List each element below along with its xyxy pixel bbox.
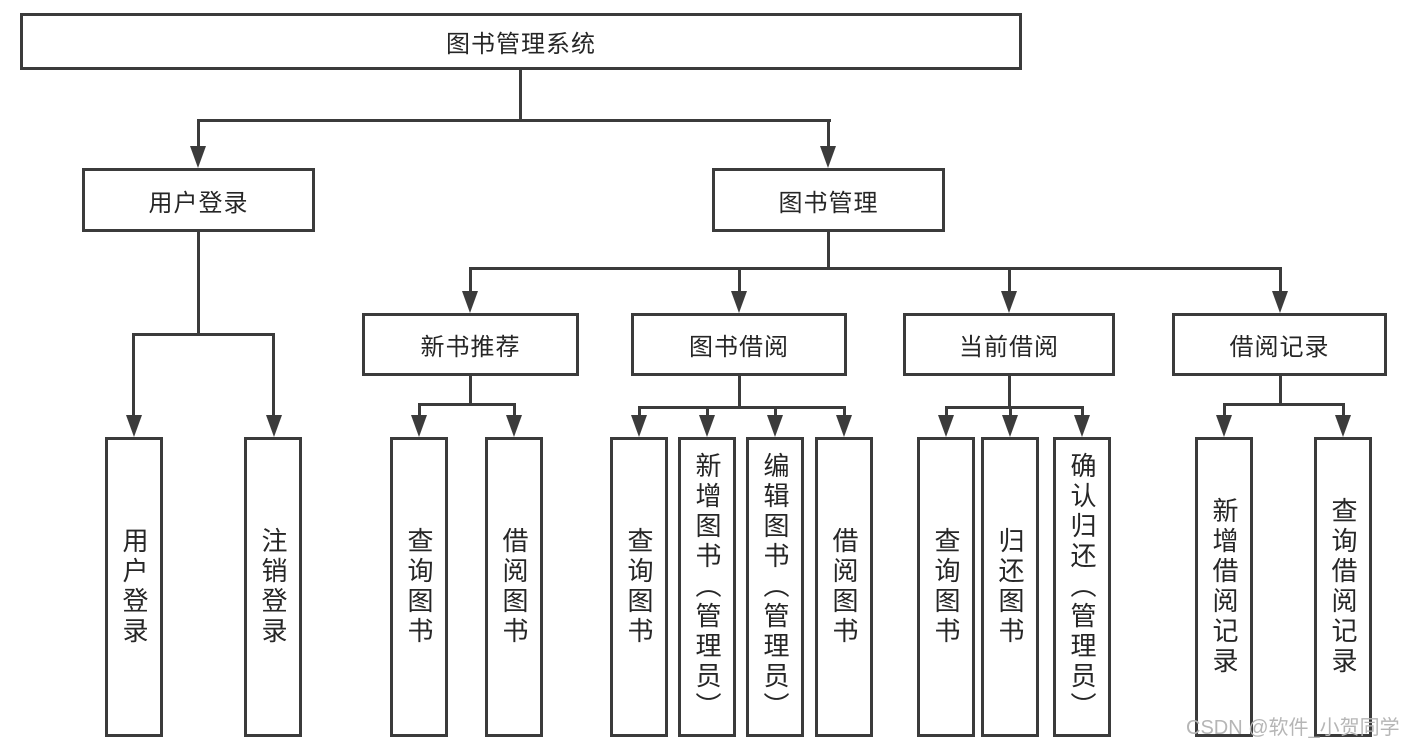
connector-line: [519, 69, 522, 122]
leaf-label: 新增借阅记录: [1209, 497, 1239, 677]
node-user-login: 用户登录: [82, 168, 315, 232]
connector-line: [843, 406, 846, 417]
arrow-down-icon: [938, 415, 954, 437]
leaf-label: 确认归还（管理员）: [1067, 452, 1097, 722]
arrow-down-icon: [126, 415, 142, 437]
connector-line: [827, 119, 830, 148]
connector-line: [706, 406, 709, 417]
connector-line: [1008, 267, 1011, 293]
connector-line: [272, 333, 275, 417]
arrow-down-icon: [411, 415, 427, 437]
connector-line: [1081, 406, 1084, 417]
node-label: 借阅记录: [1229, 334, 1330, 361]
arrow-down-icon: [1001, 291, 1017, 313]
connector-line: [1223, 403, 1226, 417]
connector-line: [1009, 406, 1012, 417]
connector-line: [513, 403, 516, 417]
leaf-logout: 注销登录: [244, 437, 302, 737]
leaf-label: 注销登录: [258, 527, 288, 647]
connector-line: [638, 406, 846, 409]
leaf-bb-borrow-book: 借阅图书: [815, 437, 873, 737]
leaf-rec-query-book: 查询图书: [390, 437, 448, 737]
node-current-borrow: 当前借阅: [903, 313, 1115, 376]
node-label: 图书管理: [778, 189, 879, 217]
leaf-label: 查询借阅记录: [1328, 497, 1358, 677]
arrow-down-icon: [731, 291, 747, 313]
leaf-label: 新增图书（管理员）: [692, 452, 722, 722]
arrow-down-icon: [836, 415, 852, 437]
leaf-user-login: 用户登录: [105, 437, 163, 737]
node-label: 当前借阅: [959, 334, 1059, 361]
arrow-down-icon: [506, 415, 522, 437]
watermark-text: CSDN @软件_小贺同学: [1186, 717, 1400, 739]
leaf-label: 查询图书: [931, 527, 961, 647]
leaf-label: 归还图书: [995, 527, 1025, 647]
node-label: 新书推荐: [420, 334, 521, 361]
connector-line: [827, 232, 830, 270]
node-book-management: 图书管理: [712, 168, 945, 232]
node-label: 图书管理系统: [446, 31, 596, 58]
arrow-down-icon: [190, 146, 206, 168]
connector-line: [197, 232, 200, 336]
leaf-br-add-record: 新增借阅记录: [1195, 437, 1253, 737]
leaf-cb-confirm-return-admin: 确认归还（管理员）: [1053, 437, 1111, 737]
arrow-down-icon: [1074, 415, 1090, 437]
connector-line: [738, 267, 741, 293]
node-book-borrow: 图书借阅: [631, 313, 847, 376]
connector-line: [774, 406, 777, 417]
leaf-label: 借阅图书: [829, 527, 859, 647]
connector-line: [469, 267, 1282, 270]
arrow-down-icon: [266, 415, 282, 437]
node-library-management-system: 图书管理系统: [20, 13, 1022, 70]
connector-line: [1223, 403, 1345, 406]
arrow-down-icon: [1272, 291, 1288, 313]
node-label: 用户登录: [148, 189, 249, 217]
connector-line: [469, 376, 472, 405]
arrow-down-icon: [631, 415, 647, 437]
node-new-book-recommend: 新书推荐: [362, 313, 579, 376]
connector-line: [418, 403, 421, 417]
leaf-label: 查询图书: [404, 527, 434, 647]
connector-line: [945, 406, 1084, 409]
leaf-label: 查询图书: [624, 527, 654, 647]
connector-line: [1279, 267, 1282, 293]
leaf-label: 借阅图书: [499, 527, 529, 647]
connector-line: [638, 406, 641, 417]
leaf-bb-add-book-admin: 新增图书（管理员）: [678, 437, 736, 737]
arrow-down-icon: [820, 146, 836, 168]
arrow-down-icon: [1335, 415, 1351, 437]
connector-line: [132, 333, 135, 417]
connector-line: [418, 403, 516, 406]
arrow-down-icon: [1002, 415, 1018, 437]
connector-line: [197, 119, 200, 148]
leaf-label: 编辑图书（管理员）: [760, 452, 790, 722]
arrow-down-icon: [1216, 415, 1232, 437]
leaf-label: 用户登录: [119, 527, 149, 647]
connector-line: [1279, 376, 1282, 405]
connector-line: [197, 119, 831, 122]
leaf-br-query-record: 查询借阅记录: [1314, 437, 1372, 737]
connector-line: [132, 333, 275, 336]
leaf-bb-query-book: 查询图书: [610, 437, 668, 737]
leaf-rec-borrow-book: 借阅图书: [485, 437, 543, 737]
arrow-down-icon: [699, 415, 715, 437]
connector-line: [945, 406, 948, 417]
node-label: 图书借阅: [689, 334, 789, 361]
arrow-down-icon: [462, 291, 478, 313]
connector-line: [1342, 403, 1345, 417]
leaf-cb-return-book: 归还图书: [981, 437, 1039, 737]
leaf-bb-edit-book-admin: 编辑图书（管理员）: [746, 437, 804, 737]
leaf-cb-query-book: 查询图书: [917, 437, 975, 737]
node-borrow-records: 借阅记录: [1172, 313, 1387, 376]
connector-line: [1008, 376, 1011, 408]
arrow-down-icon: [767, 415, 783, 437]
connector-line: [469, 267, 472, 293]
connector-line: [738, 376, 741, 408]
